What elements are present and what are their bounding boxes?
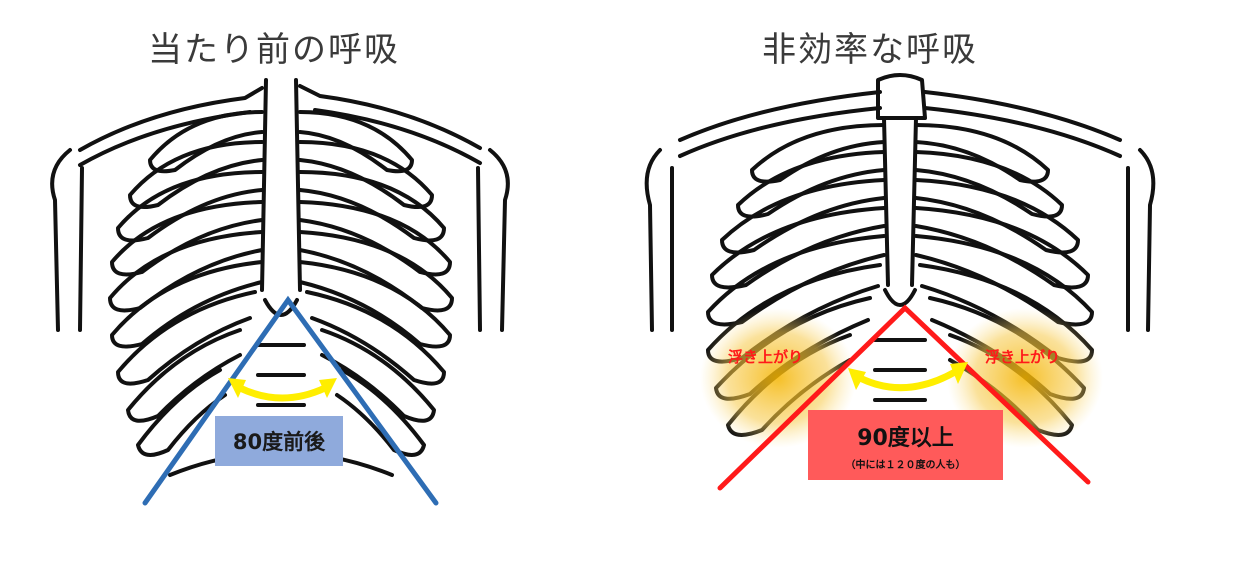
angle-arrow-left bbox=[228, 378, 337, 402]
angle-label-left: 80度前後 bbox=[232, 430, 326, 454]
angle-label-box-right: 90度以上 （中には１２０度の人も） bbox=[808, 410, 1003, 480]
angle-lines-right bbox=[717, 304, 1091, 491]
title-normal-breathing: 当たり前の呼吸 bbox=[148, 30, 400, 70]
angle-arrow-right bbox=[848, 362, 968, 392]
angle-label-box-left: 80度前後 bbox=[215, 416, 343, 466]
float-label-left: 浮き上がり bbox=[728, 348, 804, 366]
title-inefficient-breathing: 非効率な呼吸 bbox=[762, 30, 978, 70]
angle-label-right: 90度以上 bbox=[857, 425, 954, 451]
angle-note-right: （中には１２０度の人も） bbox=[845, 459, 966, 471]
float-label-right: 浮き上がり bbox=[985, 348, 1061, 366]
angle-lines-left bbox=[142, 295, 439, 506]
ribcage-left bbox=[50, 78, 510, 477]
